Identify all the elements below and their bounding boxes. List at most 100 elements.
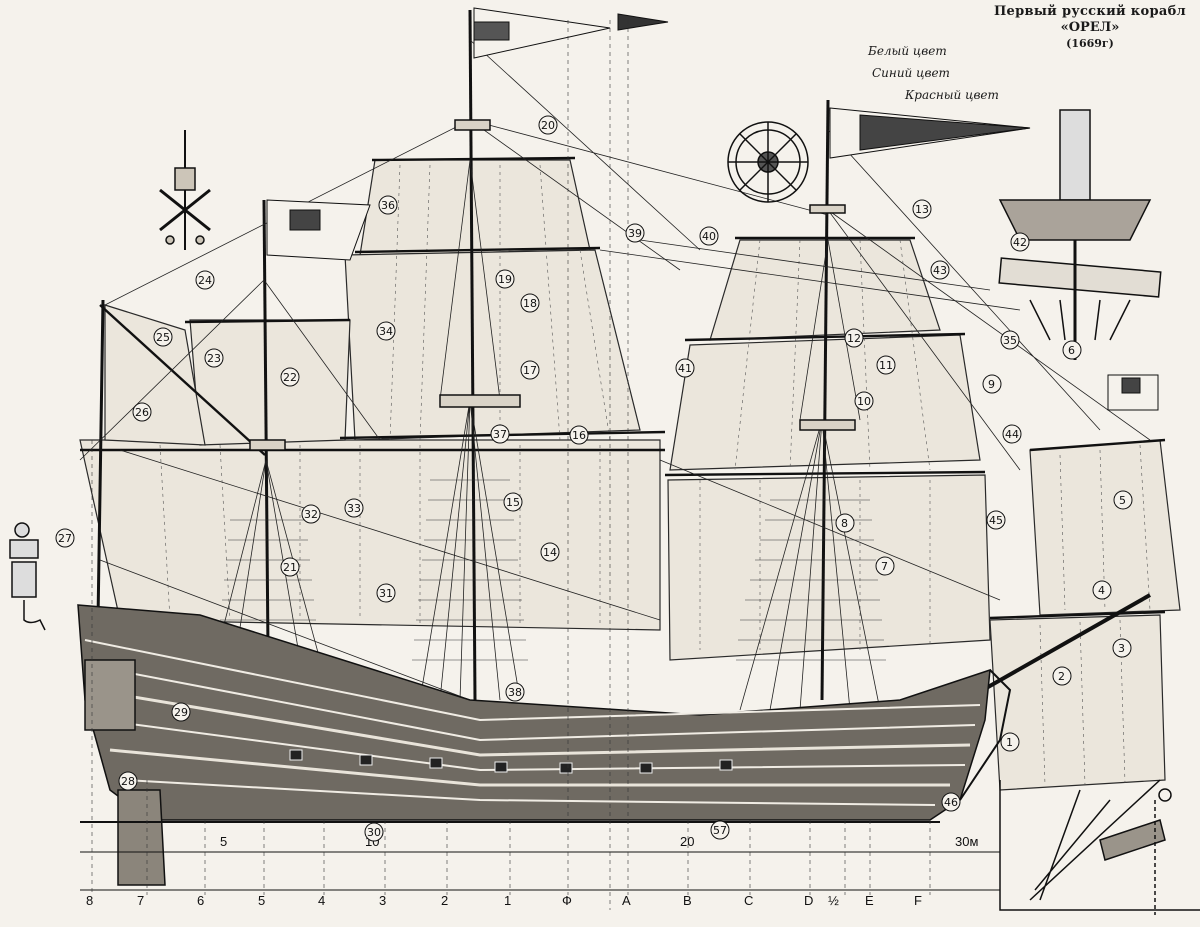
detail-masthead — [998, 109, 1162, 360]
callout-42: 42 — [1010, 232, 1030, 252]
svg-text:31: 31 — [379, 587, 393, 600]
frame-lines — [91, 20, 931, 910]
flag-color-blue: Синий цвет — [872, 66, 950, 80]
svg-text:45: 45 — [989, 514, 1003, 527]
callout-26: 26 — [132, 402, 152, 422]
frame-half: ½ — [828, 893, 839, 908]
svg-text:43: 43 — [933, 264, 947, 277]
callout-5: 5 — [1113, 490, 1133, 510]
callout-29: 29 — [171, 702, 191, 722]
title-ship-name: «ОРЕЛ» — [1060, 20, 1120, 35]
svg-text:17: 17 — [523, 364, 537, 377]
callout-17: 17 — [520, 360, 540, 380]
frame-midship: Ф — [562, 893, 572, 908]
frame-4: 4 — [318, 893, 325, 908]
svg-text:44: 44 — [1005, 428, 1019, 441]
title-line-1: Первый русский корабл — [993, 4, 1187, 19]
callout-34: 34 — [376, 321, 396, 341]
svg-text:42: 42 — [1013, 236, 1027, 249]
frame-2: 2 — [441, 893, 448, 908]
callout-25: 25 — [153, 327, 173, 347]
callout-22: 22 — [280, 367, 300, 387]
callout-3: 3 — [1112, 638, 1132, 658]
callout-40: 40 — [699, 226, 719, 246]
svg-text:4: 4 — [1098, 584, 1105, 597]
callout-19: 19 — [495, 269, 515, 289]
svg-text:21: 21 — [283, 561, 297, 574]
callout-39: 39 — [625, 223, 645, 243]
detail-wheel — [727, 121, 809, 203]
callout-31: 31 — [376, 583, 396, 603]
svg-text:25: 25 — [156, 331, 170, 344]
svg-text:46: 46 — [944, 796, 958, 809]
detail-block-rigging — [159, 130, 211, 250]
callout-16: 16 — [569, 425, 589, 445]
callout-28: 28 — [118, 771, 138, 791]
svg-text:41: 41 — [678, 362, 692, 375]
flags — [266, 7, 1159, 411]
svg-text:9: 9 — [988, 378, 995, 391]
callout-21: 21 — [280, 557, 300, 577]
mast-tops — [249, 119, 856, 451]
title-year: (1669г) — [1066, 37, 1114, 50]
svg-text:27: 27 — [58, 532, 72, 545]
callout-18: 18 — [520, 293, 540, 313]
svg-text:7: 7 — [881, 560, 888, 573]
frame-E: E — [865, 893, 874, 908]
callout-35: 35 — [1000, 330, 1020, 350]
svg-text:37: 37 — [493, 428, 507, 441]
frame-B: B — [683, 893, 692, 908]
callouts: 1 2 3 4 5 6 7 8 9 10 11 12 13 14 15 16 1… — [55, 115, 1133, 842]
callout-46: 46 — [941, 792, 961, 812]
frame-D: D — [804, 893, 813, 908]
detail-lantern — [9, 522, 46, 631]
callout-20: 20 — [538, 115, 558, 135]
svg-text:28: 28 — [121, 775, 135, 788]
callout-33: 33 — [344, 498, 364, 518]
svg-text:38: 38 — [508, 686, 522, 699]
callout-44: 44 — [1002, 424, 1022, 444]
callout-45: 45 — [986, 510, 1006, 530]
frame-7: 7 — [137, 893, 144, 908]
svg-text:14: 14 — [543, 546, 557, 559]
flag-color-white: Белый цвет — [868, 44, 947, 58]
svg-text:20: 20 — [541, 119, 555, 132]
callout-10: 10 — [854, 391, 874, 411]
flag-color-red: Красный цвет — [905, 88, 999, 102]
frame-labels-fore: A B C D ½ E F — [622, 893, 922, 908]
svg-text:33: 33 — [347, 502, 361, 515]
callout-2: 2 — [1052, 666, 1072, 686]
svg-text:2: 2 — [1058, 670, 1065, 683]
svg-text:29: 29 — [174, 706, 188, 719]
frame-5: 5 — [258, 893, 265, 908]
svg-text:12: 12 — [847, 332, 861, 345]
callout-1: 1 — [1000, 732, 1020, 752]
svg-text:15: 15 — [506, 496, 520, 509]
frame-1: 1 — [504, 893, 511, 908]
svg-text:39: 39 — [628, 227, 642, 240]
callout-7: 7 — [875, 556, 895, 576]
callout-41: 41 — [675, 358, 695, 378]
callout-38: 38 — [505, 682, 525, 702]
detail-block-tackle — [999, 779, 1200, 915]
svg-text:36: 36 — [381, 199, 395, 212]
svg-text:1: 1 — [1006, 736, 1013, 749]
ratlines — [220, 479, 886, 661]
svg-text:5: 5 — [1119, 494, 1126, 507]
callout-43: 43 — [930, 260, 950, 280]
callout-8: 8 — [835, 513, 855, 533]
svg-text:30: 30 — [367, 826, 381, 839]
svg-text:57: 57 — [713, 824, 727, 837]
svg-text:26: 26 — [135, 406, 149, 419]
hull — [77, 604, 1012, 886]
callout-15: 15 — [503, 492, 523, 512]
svg-text:24: 24 — [198, 274, 212, 287]
scale-30m: 30м — [955, 834, 978, 849]
callout-14: 14 — [540, 542, 560, 562]
frame-labels-aft: 8 7 6 5 4 3 2 1 Ф — [86, 893, 572, 908]
frame-6: 6 — [197, 893, 204, 908]
callout-12: 12 — [844, 328, 864, 348]
svg-text:22: 22 — [283, 371, 297, 384]
